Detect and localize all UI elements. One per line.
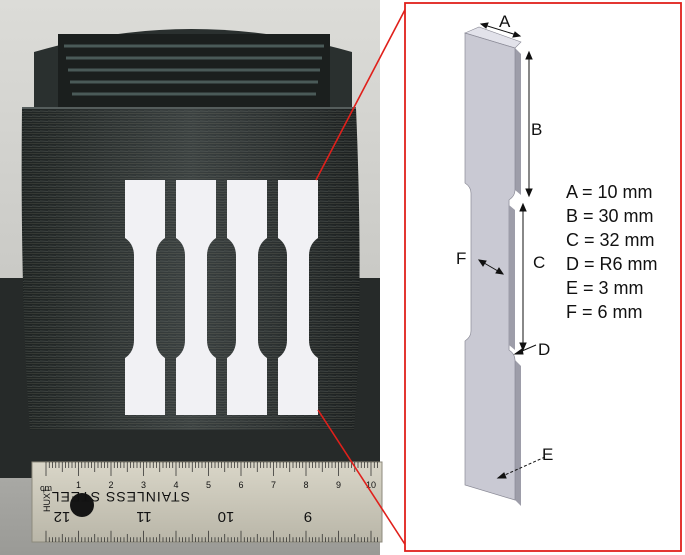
ruler-top-number: 4 [173,480,178,490]
ruler-top-number: 3 [141,480,146,490]
specimen-side-bottom [515,360,521,506]
ruler-bottom-numbers: 12 11 10 9 [54,508,313,525]
ruler-top-number: 8 [303,480,308,490]
ruler-top-number: 5 [206,480,211,490]
ruler-bottom-number: 9 [304,508,312,525]
dim-b-arrow-start [525,50,533,60]
dim-e-leader [497,456,546,479]
dim-d-arrow [513,348,524,355]
dim-label-b: B [531,120,542,139]
dim-a-arrow-end [512,31,522,38]
photo-specimens [125,180,318,415]
callout-line-bottom [317,409,409,550]
spec-e: E = 3 mm [566,278,644,298]
ruler-top-number: 2 [108,480,113,490]
dim-c-arrow-end [519,342,527,352]
ruler-top-number: 1 [76,480,81,490]
spec-a: A = 10 mm [566,182,653,202]
dimension-lines [477,22,546,479]
callout-line-top [315,3,409,181]
spec-list: A = 10 mm B = 30 mm C = 32 mm D = R6 mm … [566,182,658,322]
ruler-code: HUXT [42,487,52,512]
spec-c: C = 32 mm [566,230,655,250]
spec-d: D = R6 mm [566,254,658,274]
dim-f-arrow-start [477,259,487,267]
ruler-bottom-number: 10 [218,508,235,525]
dim-label-e: E [542,445,553,464]
callout-lines [315,3,409,550]
photo-specimen [278,180,318,415]
ruler-ticks [45,462,378,542]
ruler-top-number: 7 [271,480,276,490]
dim-f-arrow-end [495,267,505,275]
dim-label-c: C [533,253,545,272]
dim-label-f: F [456,249,466,268]
dim-a-arrow-start [479,22,489,29]
photo-specimen [227,180,267,415]
box-inner-walls [64,44,324,96]
specimen-side-top [515,48,521,195]
photo-specimen [176,180,216,415]
ruler-brand: STAINLESS STEEL [51,489,190,505]
spec-b: B = 30 mm [566,206,654,226]
dim-label-a: A [499,12,511,31]
ruler-top-number: 6 [238,480,243,490]
dim-e-arrow [496,472,507,479]
photo-specimen [125,180,165,415]
dim-label-d: D [538,340,550,359]
ruler-top-numbers: 1 2 3 4 5 6 7 8 9 10 [76,480,376,490]
ruler-unit-label: cm [40,483,52,493]
drawing-frame [404,2,682,552]
dim-c-arrow-start [519,202,527,212]
specimen-side-middle [509,205,515,350]
spec-f: F = 6 mm [566,302,643,322]
drawing-panel: A B C F D E A = 10 mm B = 30 mm C = 32 m… [404,2,682,552]
ruler-top-number: 9 [336,480,341,490]
ruler-bottom-number: 11 [136,508,152,525]
ruler-hole [70,493,94,517]
ruler-bottom-number: 12 [54,508,71,525]
dim-b-arrow-end [525,188,533,198]
ruler-top-number: 10 [366,480,376,490]
specimen-3d [464,26,522,506]
dim-a-line [480,23,521,37]
